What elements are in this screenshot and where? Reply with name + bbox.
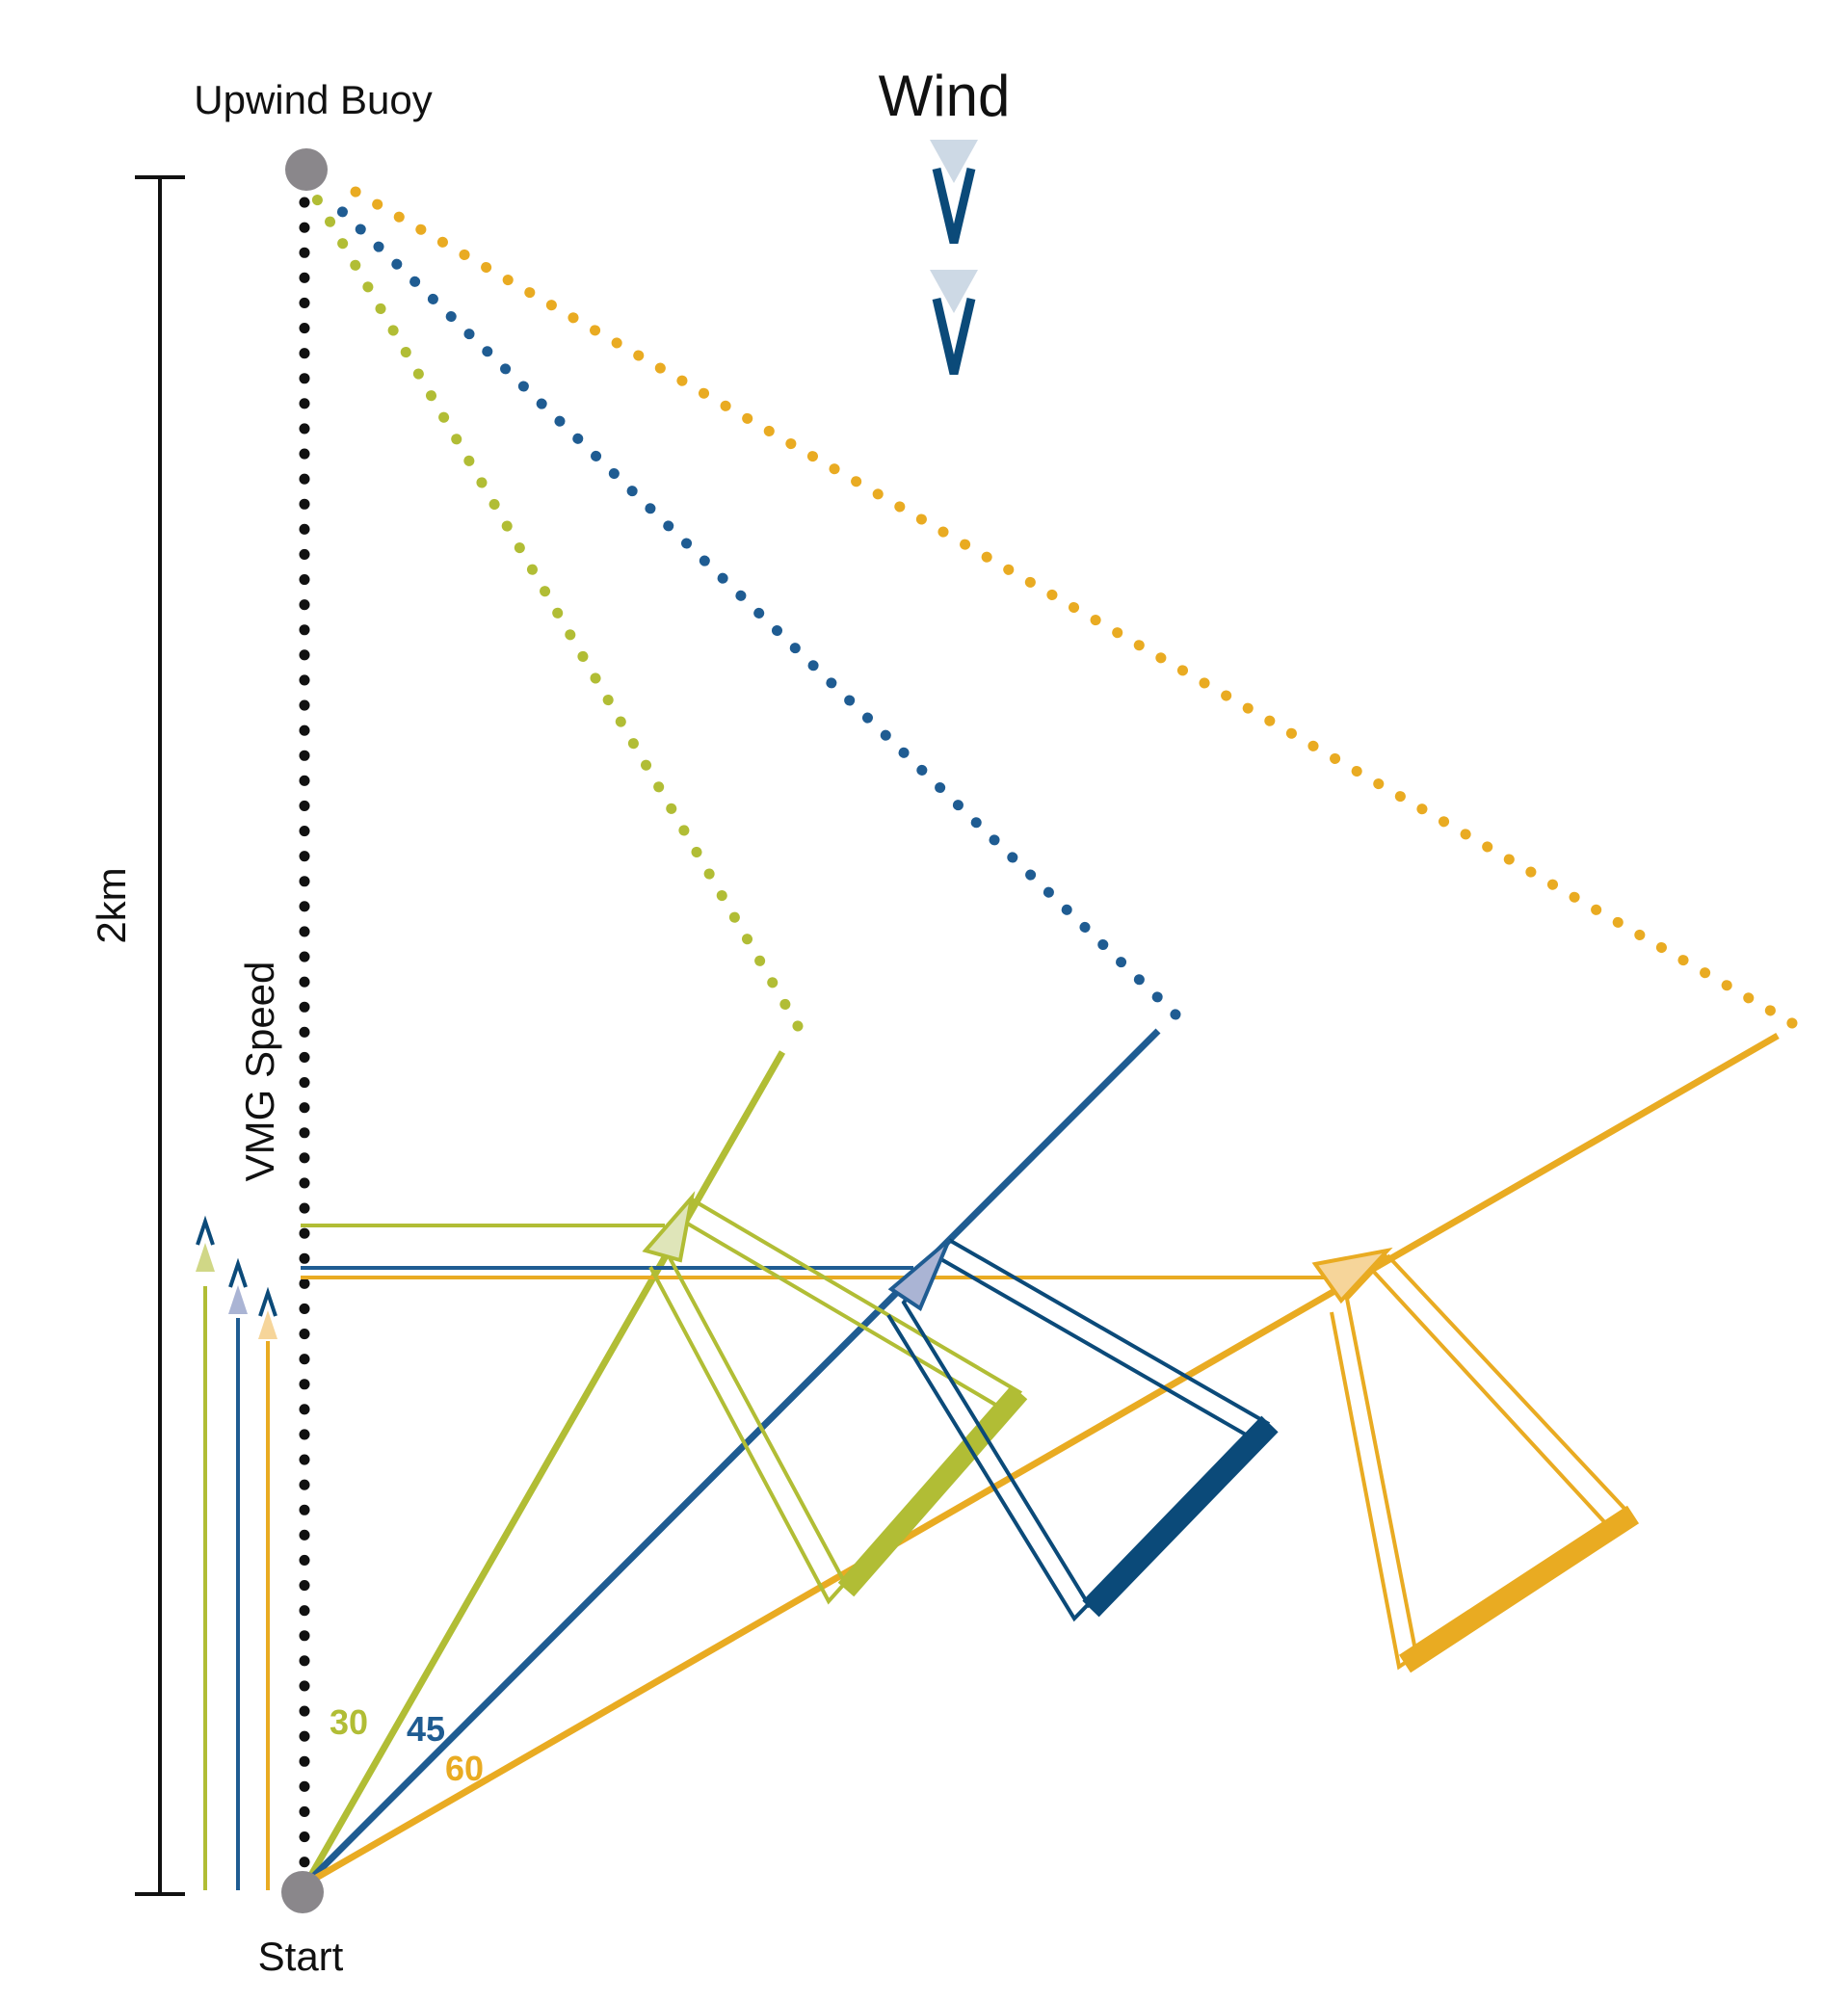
- wind-label: Wind: [879, 64, 1011, 128]
- vmg-speed-label: VMG Speed: [237, 961, 282, 1182]
- course-line-45: [304, 1028, 1161, 1886]
- velocity-triangle-60: [1311, 1247, 1640, 1673]
- angle-label-30: 30: [330, 1702, 368, 1742]
- velocity-triangle-45: [886, 1238, 1279, 1622]
- distance-scale-bar: [135, 175, 185, 1896]
- angle-label-45: 45: [407, 1709, 445, 1749]
- boat-arrow-60: [1311, 1247, 1393, 1304]
- start-marker: [281, 1871, 324, 1913]
- distance-label: 2km: [89, 867, 134, 943]
- upwind-buoy-label: Upwind Buoy: [194, 77, 432, 122]
- upwind-buoy-marker: [285, 148, 328, 191]
- return-leg-60: [331, 175, 1798, 1029]
- course-line-60: [304, 1032, 1780, 1887]
- wind-arrows-icon: [930, 140, 978, 376]
- vmg-speed-arrows: [196, 1215, 277, 1890]
- return-leg-45: [322, 192, 1181, 1020]
- return-leg-30: [307, 187, 804, 1032]
- boat-arrow-45: [887, 1238, 951, 1312]
- angle-label-60: 60: [445, 1749, 484, 1788]
- start-label: Start: [258, 1934, 344, 1979]
- course-line-30: [303, 1050, 786, 1885]
- boat-arrow-30: [642, 1191, 696, 1263]
- velocity-triangle-30: [642, 1191, 1028, 1605]
